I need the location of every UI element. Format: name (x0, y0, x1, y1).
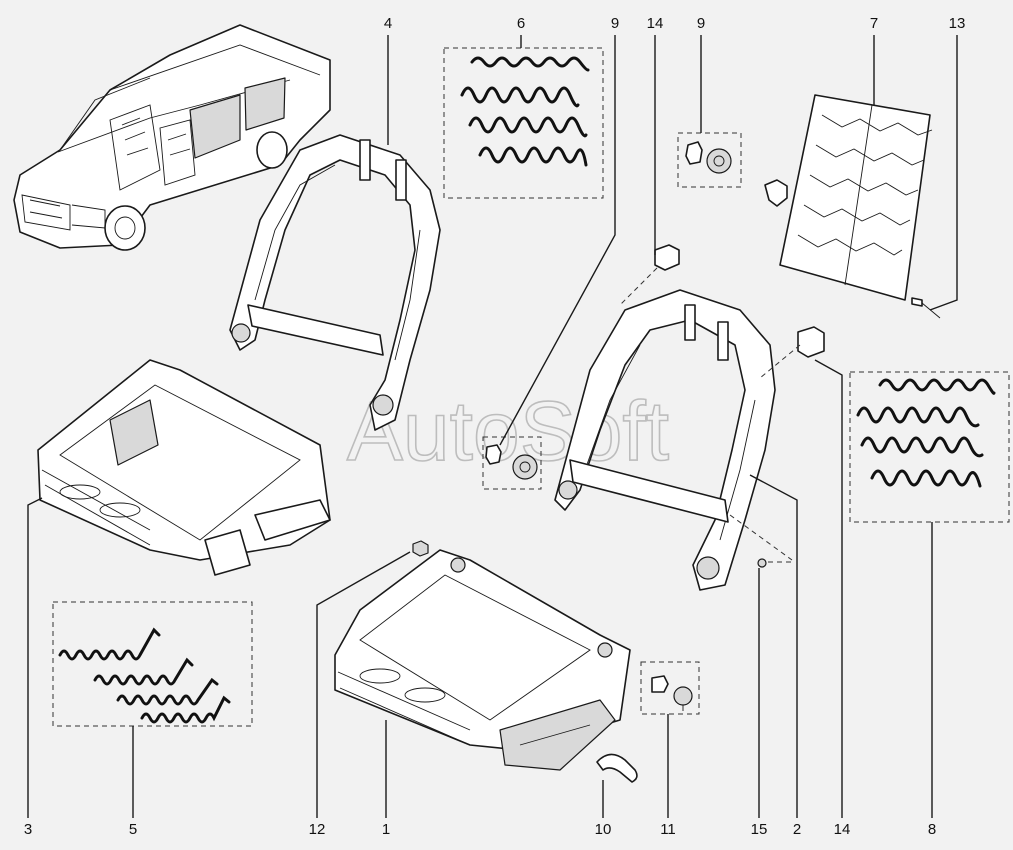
label-14-bottom: 14 (834, 821, 851, 838)
label-9-right: 9 (697, 15, 705, 32)
label-5: 5 (129, 821, 137, 838)
label-13: 13 (949, 15, 966, 32)
bolt-set-11 (640, 661, 700, 715)
label-7: 7 (870, 15, 878, 32)
clip-set-9-top (677, 132, 742, 188)
label-15: 15 (751, 821, 768, 838)
part-labels: 4 6 9 14 9 7 13 3 5 12 1 10 11 15 2 14 8 (24, 15, 966, 838)
assembly-guides (619, 267, 801, 563)
seat-base-frame-1 (334, 549, 631, 771)
label-8: 8 (928, 821, 936, 838)
handle-10 (596, 753, 638, 783)
spring-set-6 (443, 47, 604, 199)
leader-lines (27, 35, 958, 818)
back-spring-mat-7 (764, 94, 933, 301)
label-14-top: 14 (647, 15, 664, 32)
seat-back-frame-2 (554, 289, 776, 591)
vehicle-illustration (13, 24, 331, 251)
label-4: 4 (384, 15, 392, 32)
label-12: 12 (309, 821, 326, 838)
bolt-15 (757, 558, 767, 568)
pin-13 (911, 297, 941, 319)
seat-base-frame-3 (37, 359, 331, 576)
label-9-left: 9 (611, 15, 619, 32)
label-6: 6 (517, 15, 525, 32)
label-3: 3 (24, 821, 32, 838)
spring-set-5 (52, 601, 253, 727)
clip-set-9-mid (482, 436, 542, 490)
nut-12 (412, 540, 429, 557)
label-10: 10 (595, 821, 612, 838)
clip-14-right (797, 326, 825, 358)
clip-14-left (654, 244, 680, 271)
spring-set-8 (849, 371, 1010, 523)
seat-back-frame-4 (229, 134, 441, 431)
label-11: 11 (660, 821, 676, 838)
label-1: 1 (382, 821, 390, 838)
label-2: 2 (793, 821, 801, 838)
